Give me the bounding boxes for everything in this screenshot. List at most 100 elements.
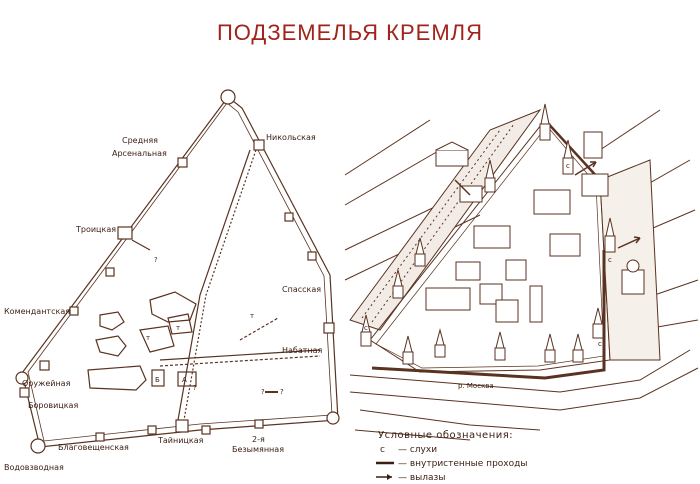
kremlin-wall-inner-line — [27, 102, 333, 442]
mark-c-4: с — [598, 340, 602, 348]
building-cathedral-2 — [505, 259, 527, 281]
label-bezymyannaya-2: Безымянная — [232, 445, 284, 454]
river-bank — [359, 409, 541, 431]
building-right-1 — [581, 173, 609, 197]
legend-label-exits: — вылазы — [398, 473, 445, 483]
right-towers — [360, 103, 616, 365]
river-bank-2 — [354, 429, 471, 441]
label-nabatnaya: Набатная — [282, 346, 323, 355]
passage-nikolskaya-tainitskaya — [177, 149, 251, 421]
label-tainitskaya: Тайницкая — [157, 436, 204, 445]
tower-spire-11 — [545, 333, 555, 351]
red-square-area — [599, 159, 661, 361]
tower-oruzheinaya-square — [39, 360, 50, 371]
legend-symbol-rumors: с — [380, 445, 385, 455]
mark-t1: т — [250, 312, 254, 320]
tower-nikolskaya-square — [253, 139, 265, 151]
label-komendantskaya: Комендантская — [4, 307, 70, 316]
mark-q3: ? — [261, 388, 265, 396]
river-label: р. Москва — [458, 382, 494, 390]
building-cathedral-1 — [479, 283, 503, 305]
label-oruzheinaya: Оружейная — [22, 379, 71, 388]
building-outline-1 — [99, 311, 125, 331]
tower-body-10 — [494, 347, 506, 361]
building-outline-5 — [139, 325, 175, 353]
arrow-exit-3 — [454, 179, 471, 196]
building-museum-roof — [435, 141, 469, 151]
building-senate — [533, 189, 571, 215]
building-outline-3 — [87, 365, 147, 391]
tower-blagoveshchenskaya-square — [95, 432, 105, 442]
tower-senate-square — [284, 212, 294, 222]
building-museum — [435, 149, 469, 167]
tower-upper-right-square — [307, 251, 317, 261]
tower-bottom-square-2 — [201, 425, 211, 435]
right-buildings — [425, 131, 645, 323]
mark-c-1: с — [364, 324, 368, 332]
tower-body-9 — [434, 344, 446, 358]
left-map-labels: Средняя Арсенальная Никольская Троицкая … — [4, 133, 323, 472]
mark-t2: т — [146, 334, 150, 342]
passage-troitskaya-stub — [131, 239, 151, 251]
tower-west-square — [105, 267, 115, 277]
tower-spire-9 — [435, 328, 445, 346]
tower-body-12 — [572, 349, 584, 363]
tower-spire-1 — [540, 103, 550, 125]
tower-komendantskaya-square — [69, 306, 79, 316]
passage-parallel — [183, 149, 257, 421]
tower-tainitskaya-square — [175, 419, 189, 433]
tower-body-11 — [544, 349, 556, 363]
legend: Условные обозначения: с — слухи — внутри… — [376, 430, 527, 483]
tower-corner-top — [220, 89, 236, 105]
mark-b: Б — [155, 376, 160, 384]
tower-spire-10 — [495, 331, 505, 349]
tower-body-6 — [360, 331, 372, 347]
arrow-exit-1 — [574, 161, 597, 176]
building-outline-2 — [95, 335, 127, 357]
tower-bottom-square — [147, 425, 157, 435]
tower-body-4 — [414, 253, 426, 267]
tower-body-3 — [484, 177, 496, 193]
kremlin-wall-outline — [21, 96, 339, 448]
legend-arrowhead-exits — [387, 474, 392, 480]
street-line-1 — [344, 119, 431, 176]
building-ivan-bell — [529, 285, 543, 323]
street-line-5 — [599, 109, 661, 151]
mark-c-3: с — [608, 256, 612, 264]
building-outline-6 — [167, 313, 193, 335]
building-cathedral-3 — [495, 299, 519, 323]
tower-body-1 — [539, 123, 551, 141]
tower-body-2 — [562, 157, 574, 175]
mark-q2: ? — [280, 388, 284, 396]
building-outline-4 — [149, 291, 197, 323]
tower-spire-13 — [403, 335, 413, 353]
passage-thick-south — [371, 250, 606, 380]
building-small-1 — [455, 261, 481, 281]
label-vodovzvodnaya: Водовзводная — [4, 463, 64, 472]
tower-borovitskaya-circle — [15, 371, 29, 385]
mark-q4: ? — [193, 384, 197, 392]
label-blagoveshchenskaya: Благовещенская — [58, 443, 129, 452]
mark-c-2: с — [566, 162, 570, 170]
tower-body-7 — [604, 235, 616, 253]
mark-q1: ? — [154, 256, 158, 264]
tower-nabatnaya-square — [323, 322, 335, 334]
label-spasskaya: Спасская — [282, 285, 321, 294]
embankment-1 — [349, 349, 691, 393]
building-arsenal — [473, 225, 511, 249]
garden-path-1 — [361, 129, 501, 319]
building-b — [151, 369, 165, 387]
st-basil-dome — [626, 259, 640, 273]
arrow-exit-2-head — [633, 236, 641, 244]
tower-vodovzvodnaya-circle — [30, 438, 46, 454]
label-borovitskaya: Боровицкая — [28, 401, 78, 410]
legend-label-passages: — внутристенные проходы — [398, 459, 527, 469]
label-srednyaya-1: Средняя — [122, 136, 158, 145]
tower-troitskaya-square — [117, 226, 133, 240]
building-palace — [425, 287, 471, 311]
label-srednyaya-2: Арсенальная — [112, 149, 167, 158]
label-troitskaya: Троицкая — [75, 225, 116, 234]
label-nikolskaya: Никольская — [266, 133, 316, 142]
building-historical-museum — [583, 131, 603, 159]
embankment-2 — [349, 367, 699, 411]
